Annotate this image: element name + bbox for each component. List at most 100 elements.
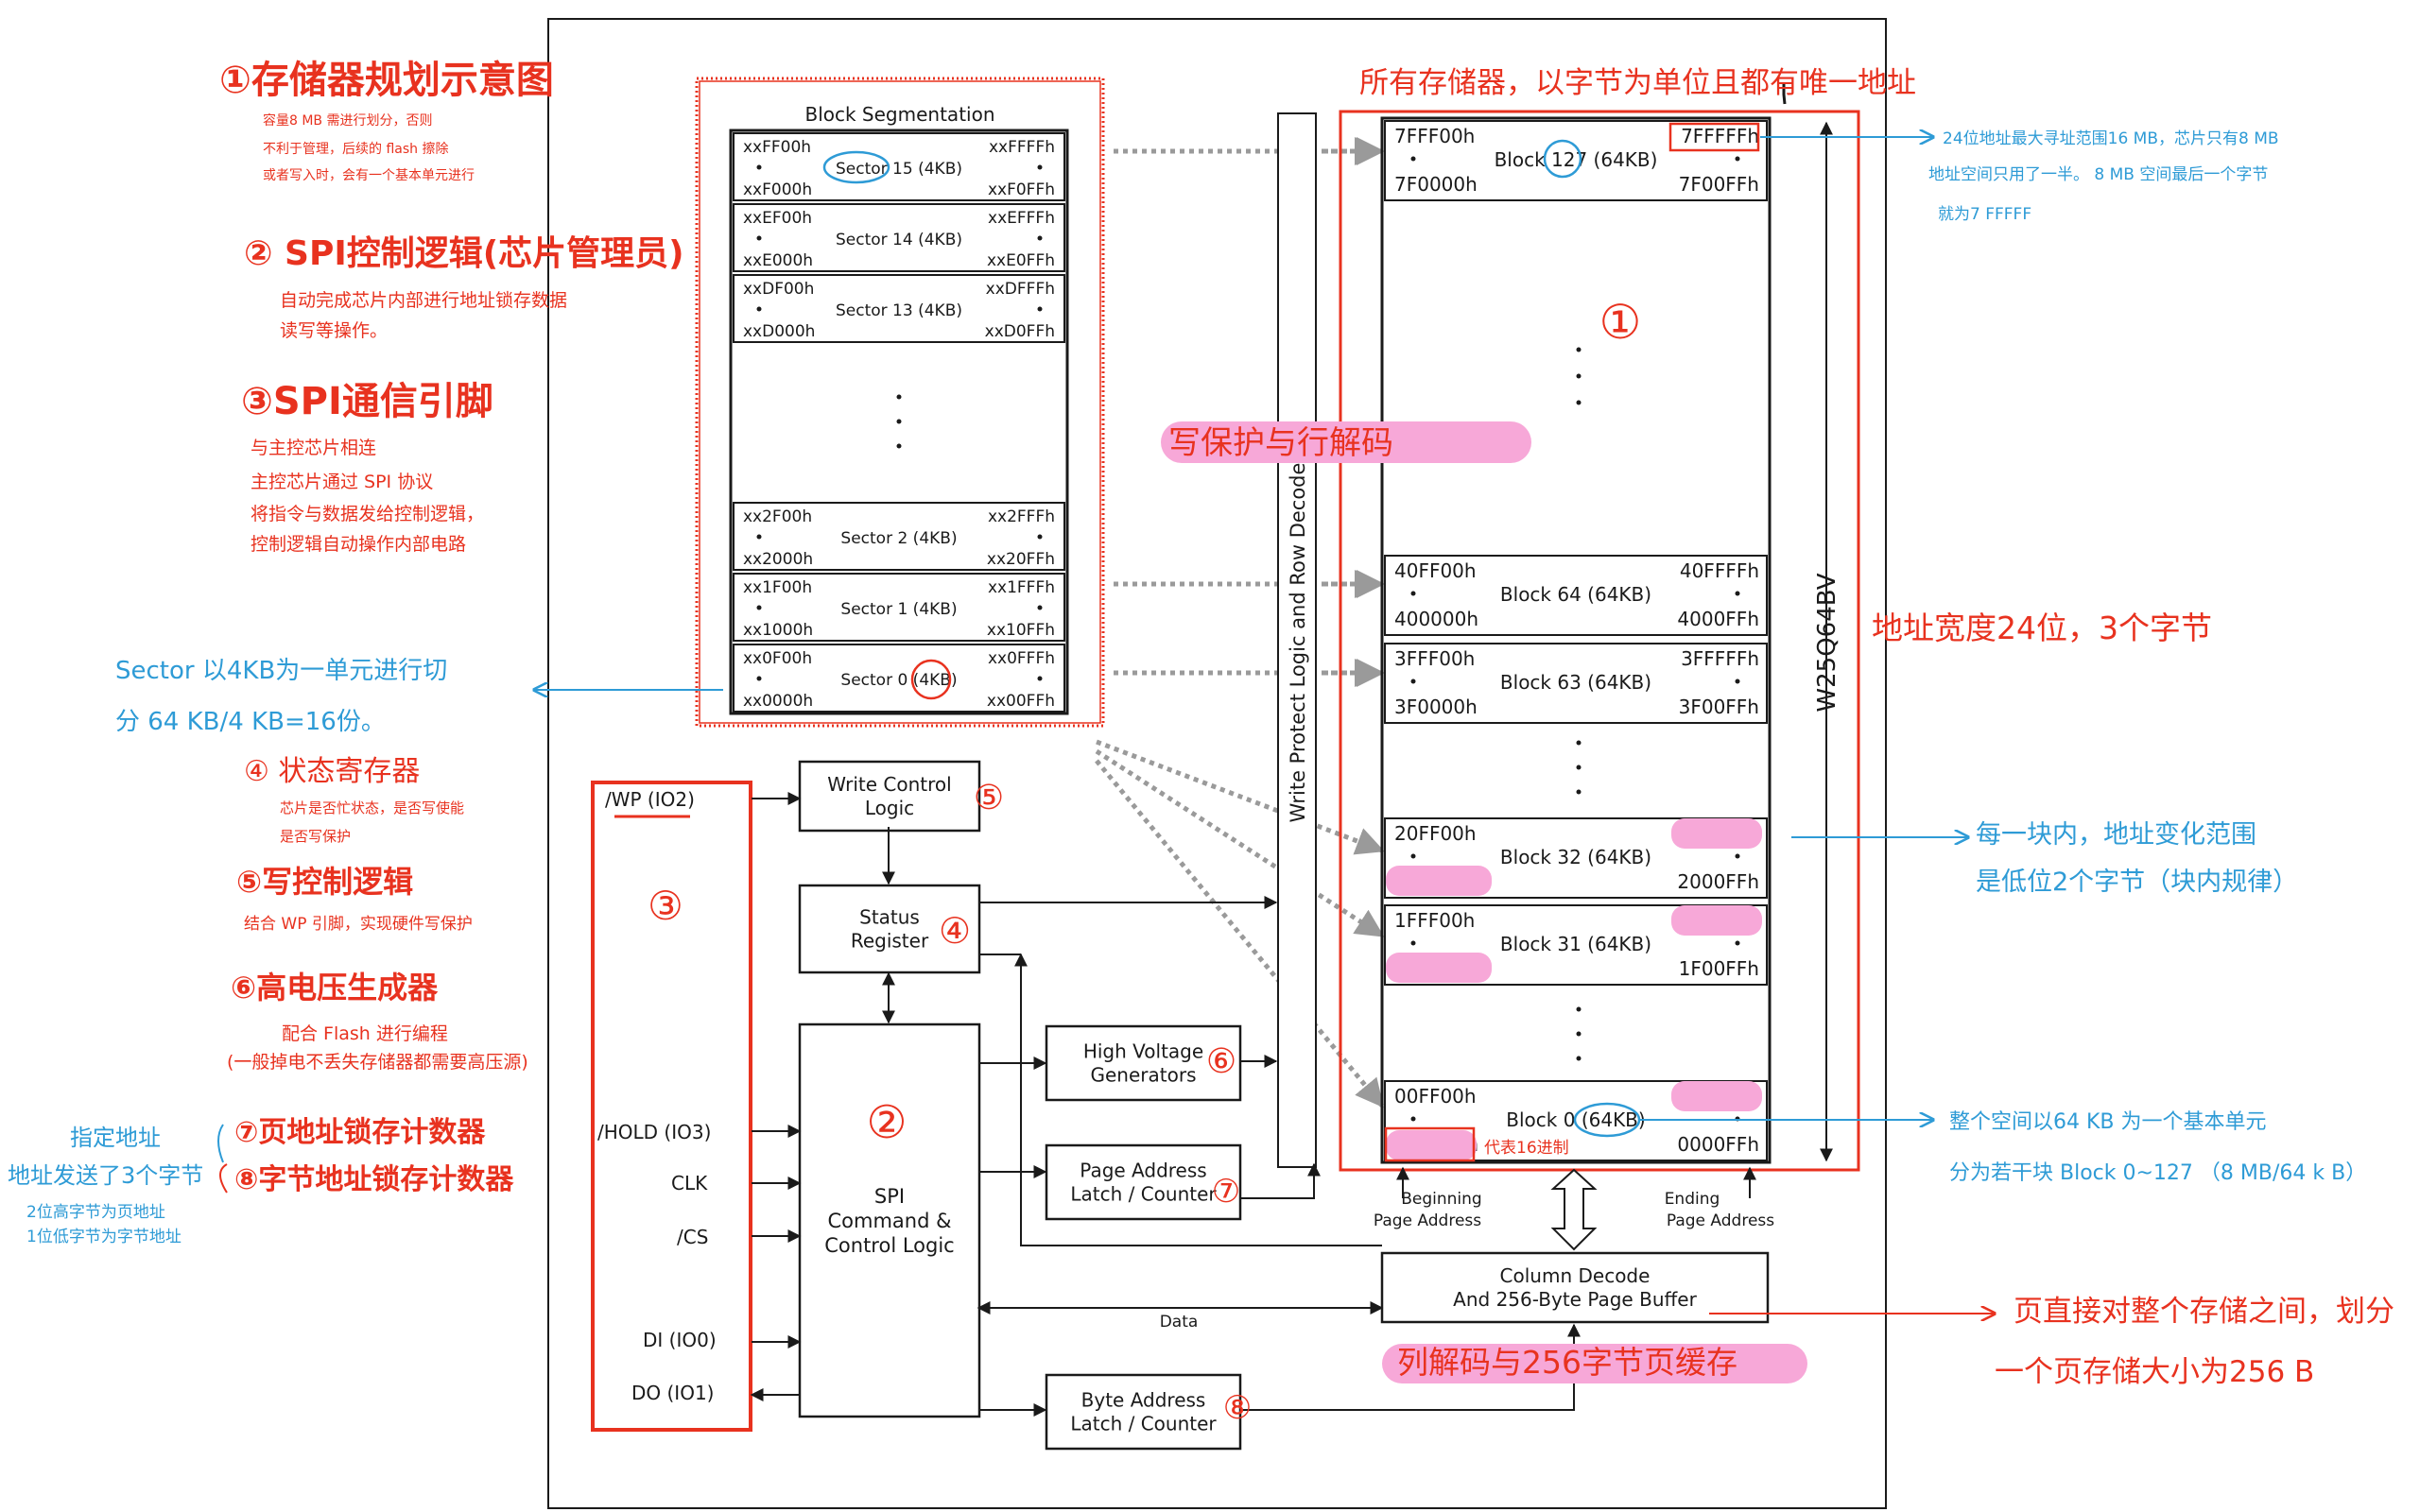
- block-bottom-left-address: 400000h: [1394, 608, 1478, 630]
- block-top-right-address: 40FFFFh: [1680, 559, 1759, 582]
- circle-label-1: ①: [1599, 295, 1642, 350]
- sector-bottom-left-address: xxE000h: [743, 251, 813, 270]
- pin-do: DO (IO1): [631, 1382, 714, 1404]
- sector-bottom-right-address: xx10FFh: [987, 621, 1055, 640]
- block-top-left-address: 1FFF00h: [1394, 909, 1475, 932]
- sector-top-right-address: xxEFFFh: [988, 209, 1055, 228]
- sector-bottom-left-address: xx1000h: [743, 621, 813, 640]
- page-address-latch-label: Page Address: [1080, 1160, 1206, 1182]
- annotation-body-6b: (一般掉电不丢失存储器都需要高压源): [227, 1052, 528, 1073]
- sector-top-right-address: xxDFFFh: [986, 280, 1055, 299]
- status-register-label: Status: [859, 906, 920, 929]
- annotation-title-3: ③SPI通信引脚: [241, 380, 493, 423]
- address-note-small-1: 2位高字节为页地址: [26, 1203, 165, 1222]
- page-address-latch-label: Latch / Counter: [1070, 1183, 1217, 1206]
- byte-address-latch-label: Byte Address: [1081, 1389, 1206, 1412]
- block-segmentation-red-border: [695, 77, 1105, 728]
- annotation-arrows: [217, 83, 1995, 1314]
- block-segmentation-title: Block Segmentation: [804, 103, 994, 126]
- pin-clk: CLK: [671, 1172, 708, 1194]
- sector-bottom-left-address: xxF000h: [743, 180, 812, 199]
- annotation-body-4b: 是否写保护: [280, 828, 351, 845]
- chip-name: W25Q64BV: [1813, 573, 1841, 712]
- beginning-page-label-2: Page Address: [1374, 1211, 1481, 1230]
- block-bottom-left-address: 3F0000h: [1394, 696, 1478, 718]
- high-voltage-generators-label: High Voltage: [1083, 1040, 1203, 1063]
- write-protect-bar: [1277, 112, 1317, 1168]
- sector-bottom-right-address: xxE0FFh: [987, 251, 1055, 270]
- sector-bottom-right-address: xxF0FFh: [988, 180, 1055, 199]
- sector-name: Sector 2 (4KB): [840, 529, 957, 548]
- column-decode-page-buffer-label: Column Decode: [1500, 1264, 1651, 1287]
- memory-array-red-border: [1339, 110, 1860, 1172]
- annotation-title-4: ④ 状态寄存器: [244, 755, 420, 788]
- sector-name: Sector 0 (4KB): [840, 671, 957, 690]
- annotation-title-2: ② SPI控制逻辑(芯片管理员): [244, 234, 684, 273]
- ending-page-label-1: Ending: [1665, 1190, 1720, 1209]
- block-name: Block 63 (64KB): [1500, 671, 1651, 694]
- address-note-small-2: 1位低字节为字节地址: [26, 1228, 182, 1246]
- block-unit-note-1: 整个空间以64 KB 为一个基本单元: [1949, 1110, 2267, 1134]
- annotation-body-1b: 不利于管理，后续的 flash 擦除: [263, 141, 448, 157]
- annotation-body-5a: 结合 WP 引脚，实现硬件写保护: [244, 915, 473, 934]
- circle-label-5: ⑤: [974, 779, 1004, 817]
- annotation-title-8: ⑧字节地址锁存计数器: [234, 1163, 514, 1196]
- address-range-note-2: 地址空间只用了一半。 8 MB 空间最后一个字节: [1928, 165, 2268, 184]
- status-register-label: Register: [851, 930, 929, 953]
- ellipsis-dot: [896, 419, 902, 424]
- block-top-left-address: 3FFF00h: [1394, 647, 1475, 670]
- ellipsis-dot: [1576, 1056, 1582, 1061]
- sector-bottom-right-address: xx00FFh: [987, 692, 1055, 711]
- sector-top-left-address: xxFF00h: [743, 138, 811, 157]
- pin-di: DI (IO0): [643, 1329, 717, 1351]
- write-protect-note: 写保护与行解码: [1168, 424, 1393, 462]
- block-bottom-right-address: 3F00FFh: [1679, 696, 1759, 718]
- ellipsis-dot: [1576, 1031, 1582, 1037]
- sector-top-left-address: xx2F00h: [743, 507, 812, 526]
- sector-bottom-left-address: xx0000h: [743, 692, 813, 711]
- block-unit-note-2: 分为若干块 Block 0~127 （8 MB/64 k B）: [1949, 1161, 2366, 1185]
- address-range-note-1: 24位地址最大寻址范围16 MB，芯片只有8 MB: [1943, 129, 2279, 148]
- block-range-note-1: 每一块内，地址变化范围: [1976, 820, 2256, 850]
- ellipsis-dot: [896, 394, 902, 400]
- pin-hold: /HOLD (IO3): [597, 1121, 711, 1143]
- annotation-body-2b: 读写等操作。: [280, 320, 388, 341]
- sector-name: Sector 15 (4KB): [836, 160, 962, 179]
- annotation-body-3a: 与主控芯片相连: [251, 438, 376, 458]
- write-protect-label: Write Protect Logic and Row Decode: [1287, 463, 1309, 823]
- circle-label-7: ⑦: [1212, 1173, 1240, 1211]
- ellipsis-dot: [1576, 789, 1582, 795]
- page-note-2: 一个页存储大小为256 B: [1995, 1355, 2314, 1389]
- block-name: Block 31 (64KB): [1500, 933, 1651, 955]
- sector-name: Sector 1 (4KB): [840, 600, 957, 619]
- ellipsis-dot: [1576, 1006, 1582, 1012]
- annotation-body-4a: 芯片是否忙状态，是否写使能: [280, 799, 464, 816]
- segmentation-arrows: [1095, 137, 1385, 1108]
- annotation-body-3b: 主控芯片通过 SPI 协议: [251, 472, 433, 492]
- memory-array-frame: [1380, 116, 1772, 1164]
- spi-command-control-label: Control Logic: [824, 1234, 954, 1257]
- sector-bottom-right-address: xx20FFh: [987, 550, 1055, 569]
- data-bus-label: Data: [1160, 1313, 1199, 1332]
- annotation-title-1: ①存储器规划示意图: [219, 59, 554, 102]
- spi-command-control-label: SPI: [874, 1185, 905, 1208]
- sector-top-right-address: xx0FFFh: [988, 649, 1055, 668]
- top-note: 所有存储器，以字节为单位且都有唯一地址: [1359, 66, 1916, 100]
- ellipsis-dot: [1576, 400, 1582, 405]
- sector-top-left-address: xx1F00h: [743, 578, 812, 597]
- sector-name: Sector 13 (4KB): [836, 301, 962, 320]
- annotation-title-7: ⑦页地址锁存计数器: [234, 1116, 486, 1149]
- sector-stack: [729, 129, 1069, 715]
- sector-note-2: 分 64 KB/4 KB=16份。: [115, 708, 386, 736]
- pins-red-border: [591, 781, 752, 1432]
- sector-bottom-left-address: xxD000h: [743, 322, 815, 341]
- pin-cs: /CS: [677, 1226, 708, 1248]
